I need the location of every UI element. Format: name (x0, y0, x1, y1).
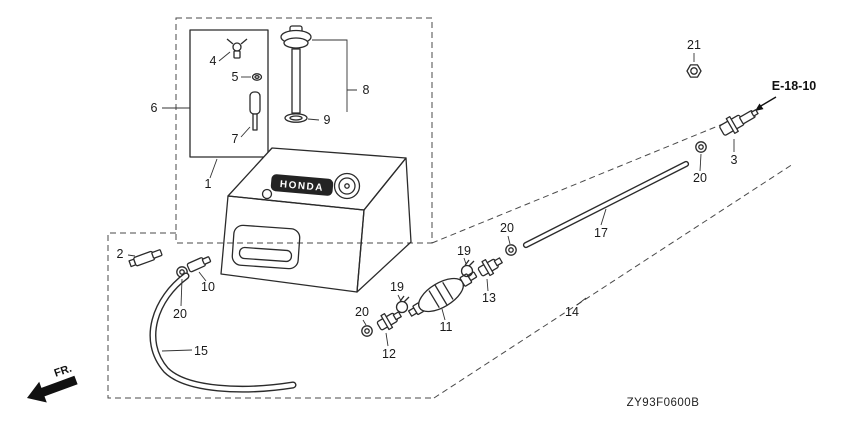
part-13-joint (477, 257, 503, 277)
callout-20-b: 20 (355, 305, 369, 319)
callout-17: 17 (594, 226, 608, 240)
part-8-bracket (312, 39, 357, 112)
hose-ring-20d (695, 141, 707, 153)
hose-ring-20c (505, 244, 517, 256)
callout-19-upper: 19 (457, 244, 471, 258)
part-4-wing-screw (226, 38, 248, 59)
fuel-line-corridor-upper (431, 109, 758, 244)
part-3-connector (719, 109, 759, 136)
hex-nut (686, 64, 702, 78)
diagram-code: ZY93F0600B (627, 397, 700, 409)
part-2-connector (128, 249, 163, 268)
hose-group-boundary (107, 232, 434, 399)
honda-badge: HONDA (270, 174, 334, 196)
callout-7: 7 (232, 132, 239, 146)
part-12-joint (376, 311, 402, 331)
callout-12: 12 (382, 347, 396, 361)
ref-arrow (755, 96, 777, 111)
part-7-float (249, 91, 261, 131)
part-9-gasket (284, 113, 308, 123)
tank-vent (261, 188, 273, 200)
part-10-hose-joint (186, 256, 212, 273)
leader-lines (127, 51, 735, 352)
part-8-fuel-meter-unit (280, 25, 357, 114)
callout-2: 2 (117, 247, 124, 261)
callout-11: 11 (440, 320, 453, 334)
fuel-tube (522, 160, 690, 249)
callout-3: 3 (731, 153, 738, 167)
meter-assembly-box (189, 29, 269, 158)
honda-badge-label: HONDA (279, 179, 324, 194)
callout-13: 13 (482, 291, 496, 305)
callout-20-d: 20 (693, 171, 707, 185)
callout-19-lower: 19 (390, 280, 404, 294)
hose-clip-19b (395, 295, 410, 314)
fr-direction: FR. (27, 363, 78, 403)
callout-10: 10 (201, 280, 215, 294)
fr-direction-arrow (27, 375, 78, 403)
callout-20-c: 20 (500, 221, 514, 235)
fr-label: FR. (53, 363, 74, 380)
callout-6: 6 (151, 101, 158, 115)
callout-20-a: 20 (173, 307, 187, 321)
fuel-cap (333, 172, 361, 200)
assembly-boundary-box (175, 17, 433, 244)
callout-8: 8 (363, 83, 370, 97)
hose-clip-19a (460, 259, 475, 278)
hose-ring-20b (361, 325, 373, 337)
callout-15: 15 (194, 344, 208, 358)
tank-front-face (220, 195, 365, 293)
fuel-tank: HONDA (220, 147, 412, 293)
ref-label: E-18-10 (772, 79, 817, 93)
callout-5: 5 (232, 70, 239, 84)
primer-bulb (407, 271, 478, 317)
fuel-line-corridor-lower (433, 163, 794, 399)
callout-14: 14 (565, 305, 579, 319)
callout-21: 21 (687, 38, 701, 52)
fuel-hose (149, 272, 297, 393)
callout-4: 4 (210, 54, 217, 68)
part-5-grommet (251, 73, 263, 81)
tank-handle (231, 224, 301, 270)
group-boundaries (107, 17, 794, 399)
callouts: 1 2 3 4 5 6 7 8 9 10 11 12 13 14 15 17 1… (117, 38, 738, 361)
callout-1: 1 (205, 177, 212, 191)
callout-9: 9 (324, 113, 331, 127)
